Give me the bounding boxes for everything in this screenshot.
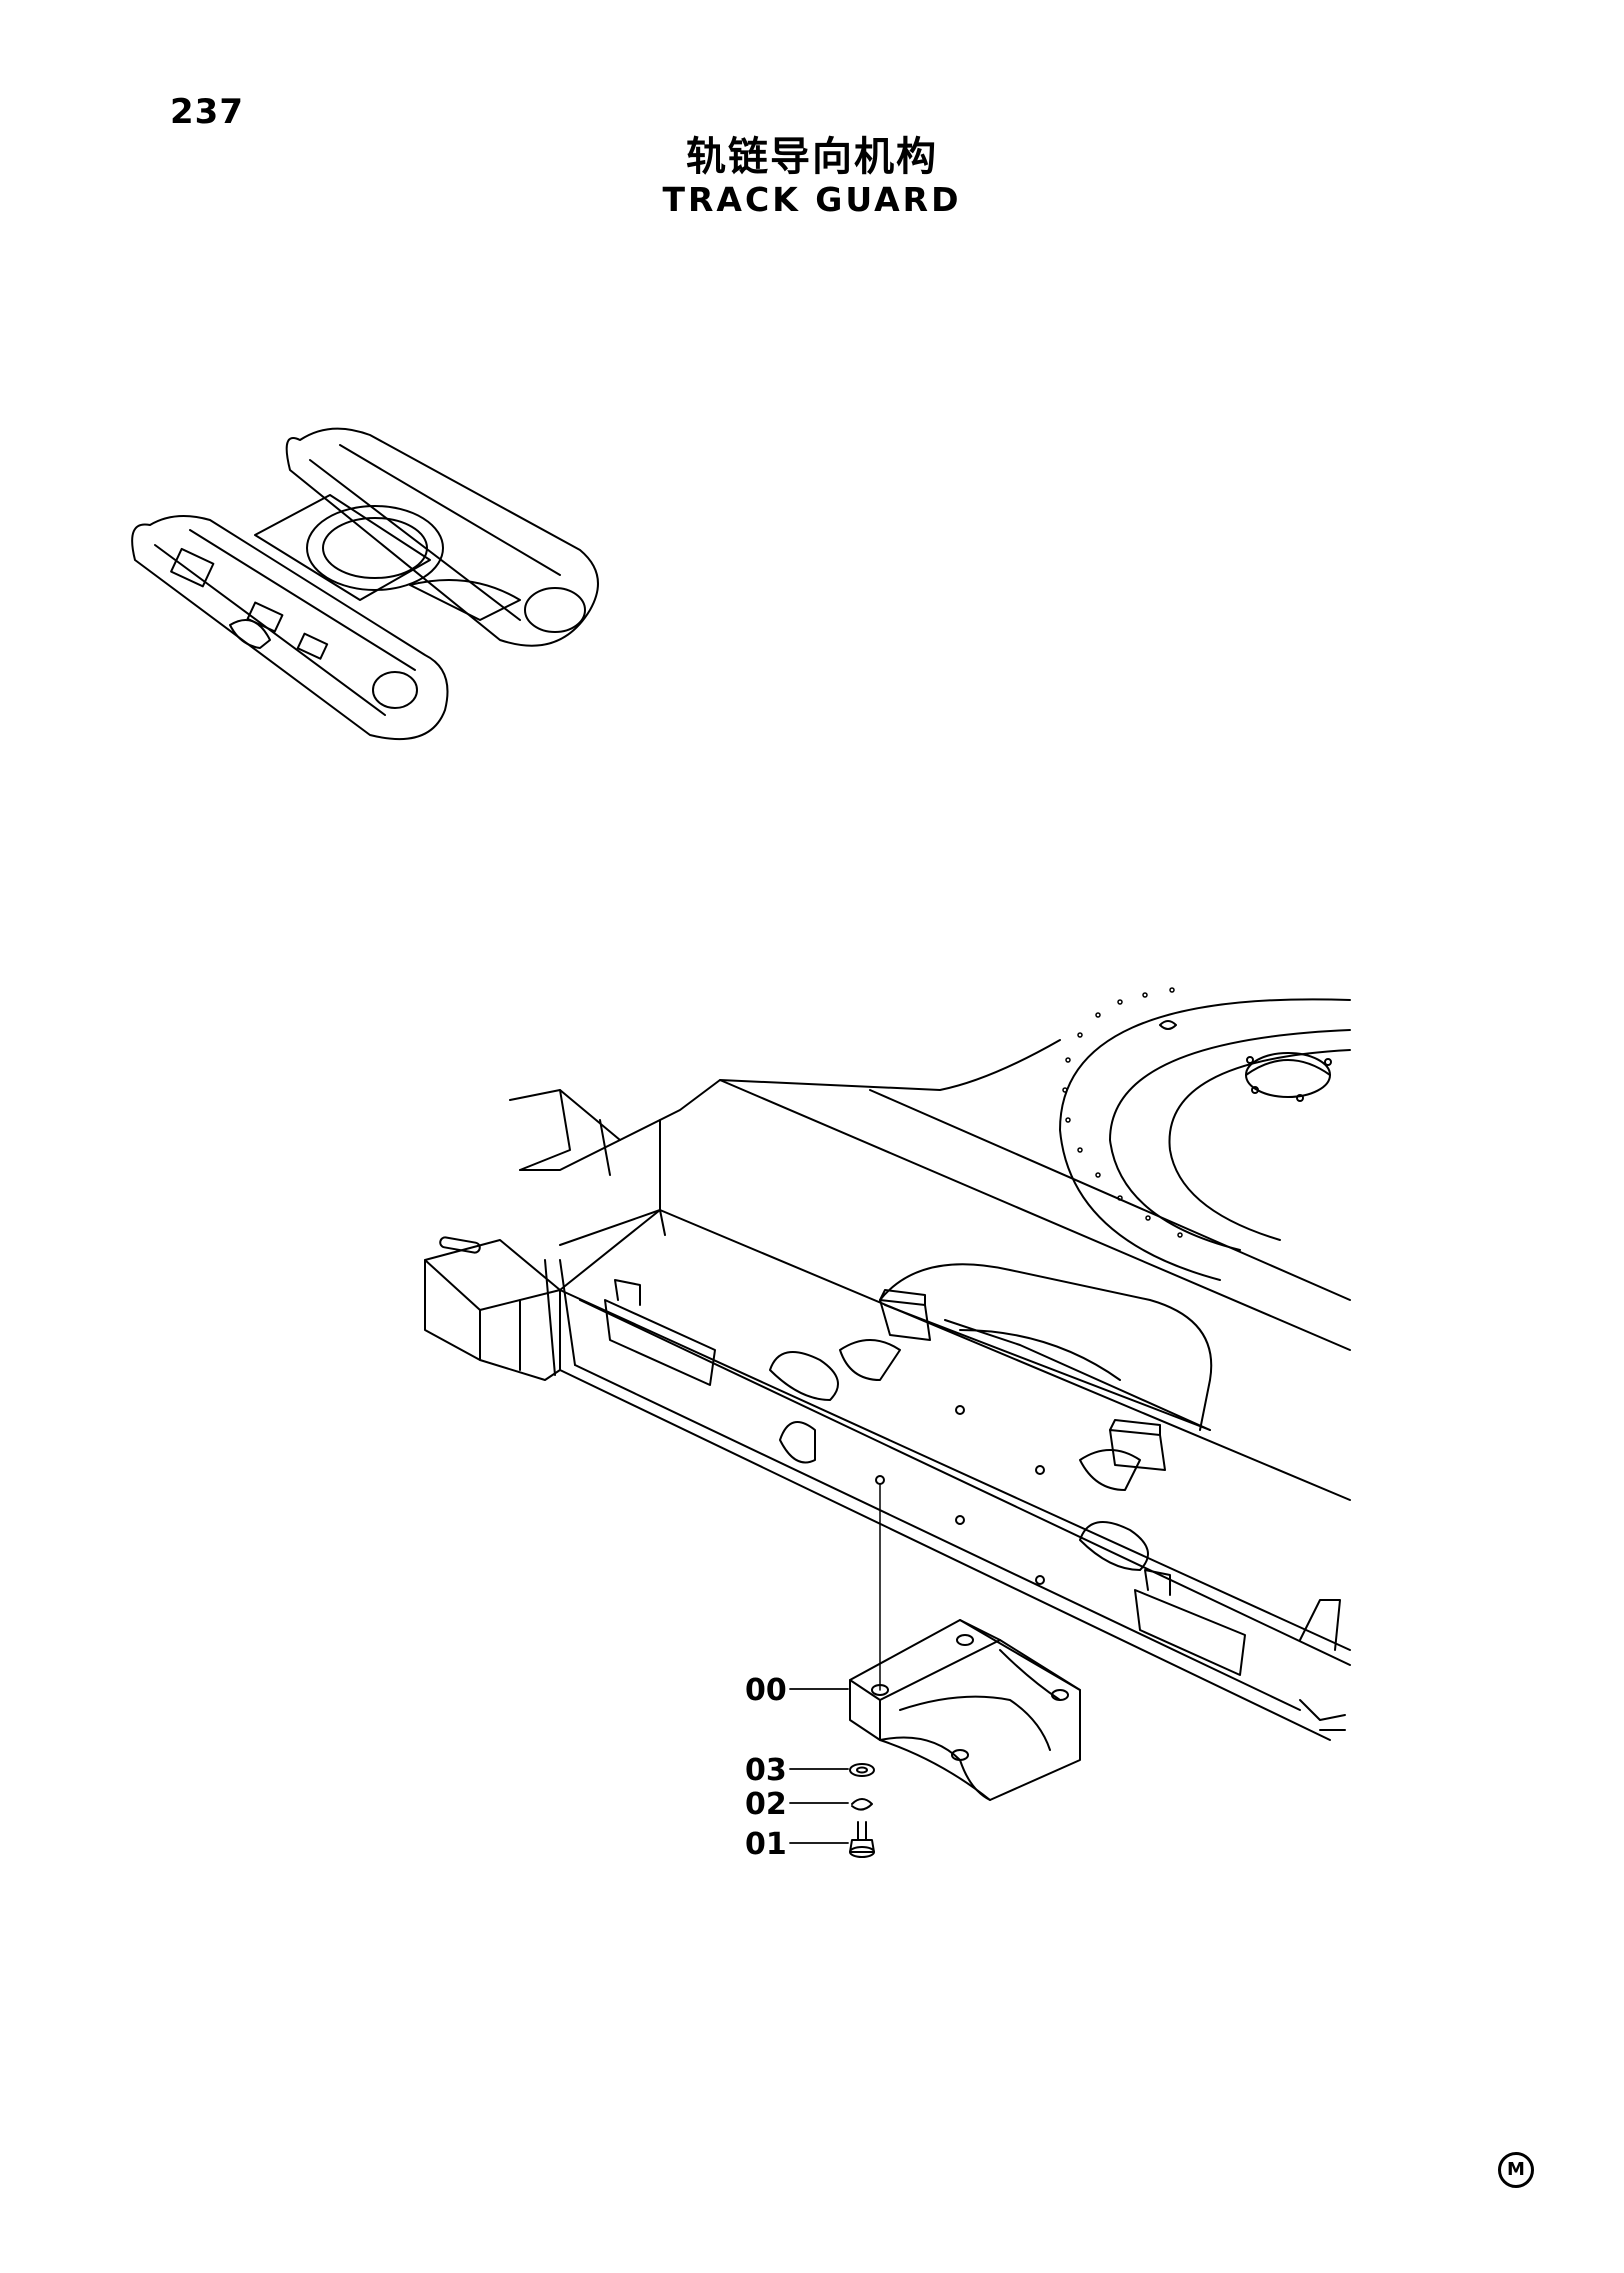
circled-m-icon: M	[1498, 2152, 1534, 2188]
page-title-chinese: 轨链导向机构	[686, 134, 938, 180]
track-guard	[849, 1619, 1081, 1801]
page-title-english: TRACK GUARD	[662, 180, 962, 219]
track-frame	[424, 987, 1351, 1741]
spring-washer-02	[851, 1798, 873, 1811]
callout-03: 03	[745, 1753, 787, 1788]
undercarriage-overview	[131, 427, 599, 741]
callout-01: 01	[745, 1827, 787, 1862]
page-number: 237	[170, 92, 244, 132]
washer-03	[849, 1763, 875, 1777]
bolt-01	[849, 1821, 875, 1858]
callout-02: 02	[745, 1787, 787, 1822]
callout-00: 00	[745, 1673, 787, 1708]
